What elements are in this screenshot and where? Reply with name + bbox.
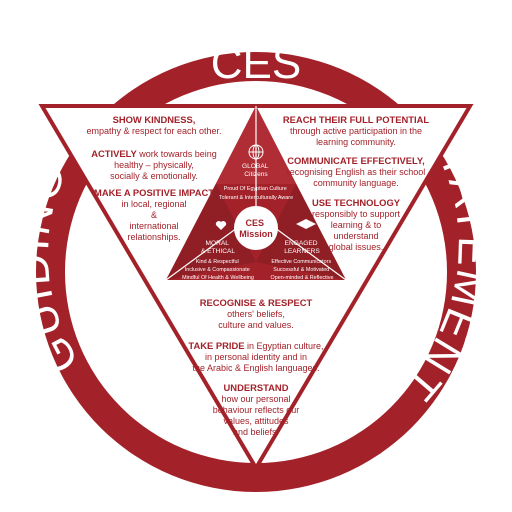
global-traits: Proud Of Egyptian Culture Tolerant & Int… (219, 186, 293, 201)
engaged-section (256, 184, 346, 280)
svg-text:responsibly to support: responsibly to support (312, 209, 401, 219)
svg-text:others' beliefs,: others' beliefs, (227, 309, 285, 319)
svg-text:behaviour reflects our: behaviour reflects our (213, 405, 300, 415)
svg-text:MAKE A POSITIVE IMPACT: MAKE A POSITIVE IMPACT (94, 187, 214, 198)
global-label: GLOBAL Citizens (242, 163, 270, 178)
svg-text:global issues.: global issues. (329, 242, 384, 252)
globe-icon (248, 144, 264, 160)
graduation-cap-icon (296, 219, 316, 229)
left-panel: SHOW KINDNESS, empathy & respect for eac… (86, 114, 221, 242)
svg-text:&: & (151, 210, 157, 220)
svg-text:healthy – physically,: healthy – physically, (114, 160, 194, 170)
svg-text:and beliefs.: and beliefs. (233, 427, 279, 437)
svg-text:SHOW KINDNESS,: SHOW KINDNESS, (113, 114, 196, 125)
title-ces: CES (211, 39, 301, 88)
svg-text:COMMUNICATE EFFECTIVELY,: COMMUNICATE EFFECTIVELY, (287, 155, 425, 166)
svg-text:recognising English as their s: recognising English as their school (287, 167, 426, 177)
mission-label: CES Mission (239, 218, 273, 239)
svg-text:ACTIVELY work towards being: ACTIVELY work towards being (91, 148, 217, 159)
bottom-panel: RECOGNISE & RESPECT others' beliefs, cul… (188, 297, 323, 437)
svg-text:understand: understand (333, 231, 378, 241)
svg-text:learning & to: learning & to (331, 220, 382, 230)
svg-text:USE TECHNOLOGY: USE TECHNOLOGY (312, 197, 401, 208)
svg-text:the Arabic & English languages: the Arabic & English languages. (192, 363, 319, 373)
svg-text:UNDERSTAND: UNDERSTAND (224, 382, 289, 393)
svg-text:socially & emotionally.: socially & emotionally. (110, 171, 198, 181)
svg-text:through active participation i: through active participation in the (290, 126, 422, 136)
svg-text:relationships.: relationships. (127, 232, 180, 242)
svg-text:in local, regional: in local, regional (121, 199, 186, 209)
moral-traits: Kind & Respectful Inclusive & Compassion… (182, 259, 254, 281)
svg-text:values, attitudes: values, attitudes (223, 416, 289, 426)
svg-text:how our personal: how our personal (221, 394, 290, 404)
moral-label: MORAL & ETHICAL (201, 240, 235, 255)
svg-text:international: international (129, 221, 178, 231)
engaged-label: ENGAGED LEARNERS (284, 240, 320, 255)
right-panel: REACH THEIR FULL POTENTIAL through activ… (283, 114, 429, 252)
svg-text:empathy & respect for each oth: empathy & respect for each other. (86, 126, 221, 136)
engaged-traits: Effective Communicators Successful & Mot… (271, 259, 334, 281)
svg-text:community language.: community language. (313, 178, 399, 188)
svg-text:culture and values.: culture and values. (218, 320, 294, 330)
mission-circle (234, 206, 278, 250)
svg-text:learning community.: learning community. (316, 137, 396, 147)
moral-section (166, 184, 256, 280)
svg-text:REACH THEIR FULL POTENTIAL: REACH THEIR FULL POTENTIAL (283, 114, 429, 125)
svg-text:in personal identity and in: in personal identity and in (205, 352, 307, 362)
svg-text:TAKE PRIDE in Egyptian culture: TAKE PRIDE in Egyptian culture, (188, 340, 323, 351)
svg-text:RECOGNISE & RESPECT: RECOGNISE & RESPECT (200, 297, 313, 308)
heart-hand-icon (215, 221, 227, 230)
